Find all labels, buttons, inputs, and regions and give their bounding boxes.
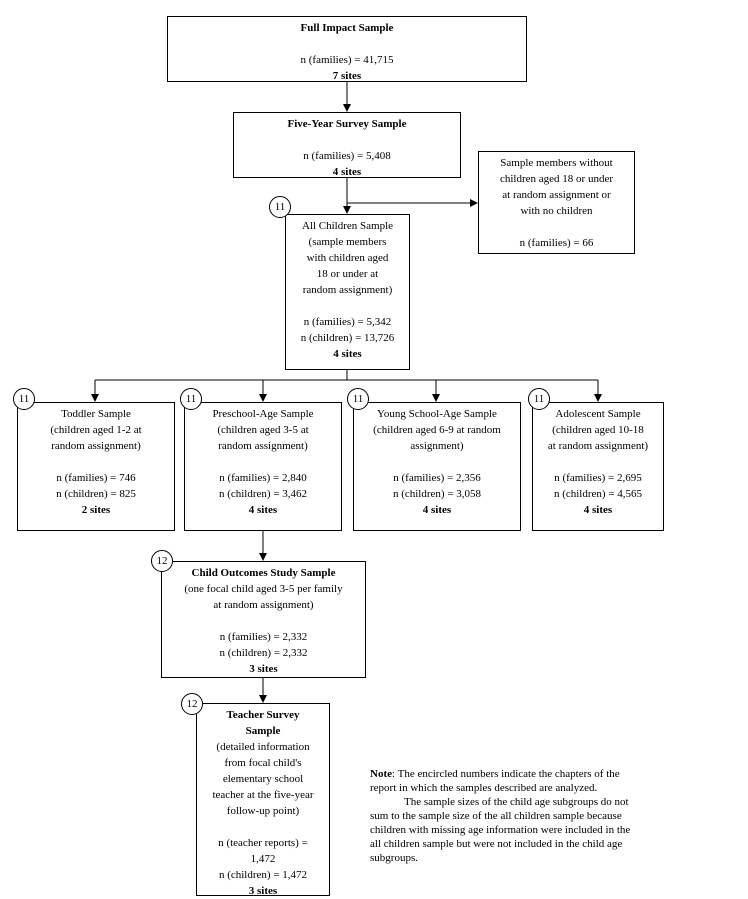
child-outcomes-n-families: n (families) = 2,332 <box>219 631 308 643</box>
all-children-title: All Children Sample <box>301 220 394 232</box>
chapter-circle-all-children: 11 <box>269 196 291 218</box>
toddler-line-3: random assignment) <box>51 440 141 452</box>
adolescent-line-2: (children aged 10-18 <box>552 424 644 436</box>
preschool-n-families: n (families) = 2,840 <box>219 472 307 484</box>
preschool-sites: 4 sites <box>248 504 278 516</box>
young-n-children: n (children) = 3,058 <box>392 488 482 500</box>
adolescent-title: Adolescent Sample <box>555 408 641 420</box>
teacher-sites: 3 sites <box>248 885 278 897</box>
toddler-sites: 2 sites <box>81 504 111 516</box>
five-year-survey-box: Five-Year Survey Sample n (families) = 5… <box>233 112 461 178</box>
all-children-sites: 4 sites <box>333 348 362 360</box>
young-line-2: (children aged 6-9 at random <box>373 424 501 436</box>
preschool-n-children: n (children) = 3,462 <box>218 488 308 500</box>
young-title: Young School-Age Sample <box>377 408 497 420</box>
full-impact-sites: 7 sites <box>332 70 362 82</box>
teacher-n-reports-label: n (teacher reports) = <box>218 837 308 849</box>
chapter-circle-teacher-survey: 12 <box>181 693 203 715</box>
young-sites: 4 sites <box>422 504 452 516</box>
teacher-survey-box: Teacher Survey Sample (detailed informat… <box>196 703 330 897</box>
adolescent-sample-box: Adolescent Sample (children aged 10-18 a… <box>532 402 664 531</box>
all-children-line-4: 18 or under at <box>316 268 379 280</box>
footnote: Note: The encircled numbers indicate the… <box>370 767 640 865</box>
toddler-n-children: n (children) = 825 <box>56 488 136 500</box>
child-outcomes-line-3: at random assignment) <box>213 599 314 611</box>
excluded-line-4: with no children <box>520 205 593 217</box>
chapter-circle-preschool: 11 <box>180 388 202 410</box>
toddler-n-families: n (families) = 746 <box>56 472 136 484</box>
chapter-circle-adolescent: 11 <box>528 388 550 410</box>
excluded-line-2: children aged 18 or under <box>499 173 613 185</box>
preschool-sample-box: Preschool-Age Sample (children aged 3-5 … <box>184 402 342 531</box>
young-line-3: assignment) <box>410 440 464 452</box>
toddler-line-2: (children aged 1-2 at <box>50 424 142 436</box>
five-year-sites: 4 sites <box>332 166 362 178</box>
all-children-line-5: random assignment) <box>302 284 393 296</box>
preschool-title: Preschool-Age Sample <box>212 408 314 420</box>
teacher-n-reports-value: 1,472 <box>250 853 276 865</box>
note-label: Note <box>370 768 392 780</box>
toddler-title: Toddler Sample <box>61 408 131 420</box>
child-outcomes-box: Child Outcomes Study Sample (one focal c… <box>161 561 366 678</box>
all-children-n-families: n (families) = 5,342 <box>303 316 392 328</box>
child-outcomes-n-children: n (children) = 2,332 <box>219 647 308 659</box>
teacher-n-children: n (children) = 1,472 <box>218 869 308 881</box>
adolescent-n-children: n (children) = 4,565 <box>553 488 643 500</box>
teacher-line-4: from focal child's <box>224 757 302 769</box>
child-outcomes-title: Child Outcomes Study Sample <box>191 567 336 579</box>
teacher-line-6: teacher at the five-year <box>212 789 314 801</box>
toddler-sample-box: Toddler Sample (children aged 1-2 at ran… <box>17 402 175 531</box>
teacher-line-7: follow-up point) <box>226 805 300 817</box>
full-impact-title: Full Impact Sample <box>300 22 394 34</box>
young-school-age-box: Young School-Age Sample (children aged 6… <box>353 402 521 531</box>
excluded-sample-box: Sample members without children aged 18 … <box>478 151 635 254</box>
five-year-n: n (families) = 5,408 <box>303 150 391 162</box>
child-outcomes-line-2: (one focal child aged 3-5 per family <box>184 583 343 595</box>
note-text-1: : The encircled numbers indicate the cha… <box>370 768 620 794</box>
five-year-title: Five-Year Survey Sample <box>287 118 407 130</box>
adolescent-n-families: n (families) = 2,695 <box>554 472 642 484</box>
preschool-line-2: (children aged 3-5 at <box>217 424 309 436</box>
all-children-line-2: (sample members <box>308 236 387 248</box>
teacher-line-3: (detailed information <box>216 741 310 753</box>
adolescent-line-3: at random assignment) <box>547 440 649 452</box>
footnote-paragraph-1: Note: The encircled numbers indicate the… <box>370 767 640 795</box>
child-outcomes-sites: 3 sites <box>249 663 278 675</box>
excluded-line-1: Sample members without <box>500 157 613 169</box>
chapter-circle-child-outcomes: 12 <box>151 550 173 572</box>
excluded-n: n (families) = 66 <box>519 237 594 249</box>
adolescent-sites: 4 sites <box>583 504 613 516</box>
chapter-circle-young-school-age: 11 <box>347 388 369 410</box>
all-children-line-3: with children aged <box>306 252 389 264</box>
chapter-circle-toddler: 11 <box>13 388 35 410</box>
full-impact-sample-box: Full Impact Sample n (families) = 41,715… <box>167 16 527 82</box>
excluded-line-3: at random assignment or <box>502 189 611 201</box>
teacher-title-2: Sample <box>245 725 281 737</box>
all-children-n-children: n (children) = 13,726 <box>300 332 395 344</box>
note-text-2: The sample sizes of the child age subgro… <box>370 796 631 864</box>
all-children-box: All Children Sample (sample members with… <box>285 214 410 370</box>
teacher-line-5: elementary school <box>222 773 304 785</box>
footnote-paragraph-2: The sample sizes of the child age subgro… <box>370 795 640 865</box>
preschool-line-3: random assignment) <box>218 440 308 452</box>
young-n-families: n (families) = 2,356 <box>393 472 481 484</box>
teacher-title: Teacher Survey <box>226 709 300 721</box>
full-impact-n: n (families) = 41,715 <box>300 54 394 66</box>
